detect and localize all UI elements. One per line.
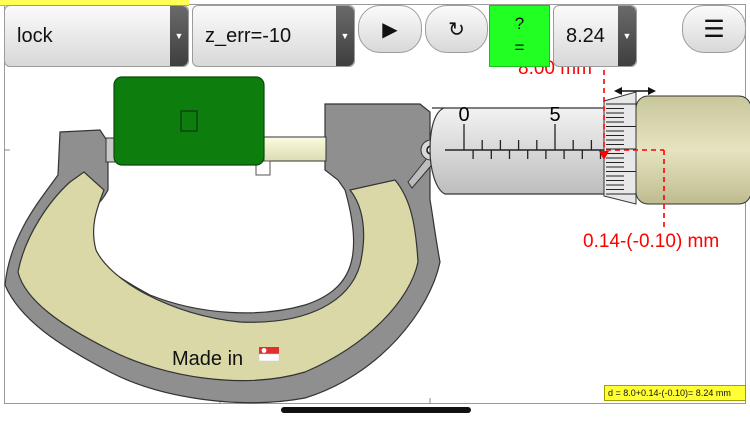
- reading-formula-readout: d = 8.0+0.14-(-0.10)= 8.24 mm: [604, 385, 746, 401]
- main-scale-label-0: 0: [458, 104, 469, 126]
- chevron-down-icon: ▼: [336, 6, 354, 66]
- show-answer-button[interactable]: ? =: [489, 5, 550, 67]
- main-scale-ticks: [463, 124, 602, 159]
- mode-select-value: lock: [17, 24, 53, 47]
- answer-select[interactable]: 8.24 ▼: [553, 5, 637, 67]
- chevron-down-icon: ▼: [618, 6, 636, 66]
- object-block[interactable]: [113, 76, 265, 166]
- home-indicator: [281, 407, 471, 413]
- object-block-handle: [180, 110, 198, 132]
- zero-error-select[interactable]: z_err=-10 ▼: [192, 5, 355, 67]
- arrow-right-icon: [648, 87, 656, 95]
- thimble-reading-text: 0.14-(-0.10) mm: [583, 231, 719, 252]
- refresh-icon: ↻: [448, 18, 465, 41]
- arrow-left-icon: [614, 87, 622, 95]
- thimble-scale-ticks: [606, 103, 636, 195]
- play-icon: ▶: [382, 18, 398, 41]
- chevron-down-icon: ▼: [170, 6, 188, 66]
- reading-guide-arrowhead: [599, 151, 609, 160]
- mode-select[interactable]: lock ▼: [4, 5, 189, 67]
- main-scale-label-5: 5: [549, 104, 560, 126]
- singapore-flag-icon: [258, 347, 280, 362]
- menu-button[interactable]: ☰: [682, 5, 746, 53]
- hamburger-menu-icon: ☰: [703, 15, 725, 43]
- toolbar: lock ▼ z_err=-10 ▼ ▶ ↻ ? = 8.24 ▼ ☰: [0, 0, 750, 70]
- equals-icon: =: [514, 38, 525, 57]
- spindle: [263, 136, 327, 162]
- play-button[interactable]: ▶: [358, 5, 422, 53]
- zero-error-select-value: z_err=-10: [205, 24, 292, 47]
- answer-select-value: 8.24: [566, 24, 605, 47]
- maker-text: Made in: [172, 348, 243, 370]
- reset-button[interactable]: ↻: [425, 5, 488, 53]
- question-mark-icon: ?: [514, 14, 525, 33]
- sleeve-barrel: [429, 107, 613, 195]
- frame-inner-panel: [17, 171, 419, 382]
